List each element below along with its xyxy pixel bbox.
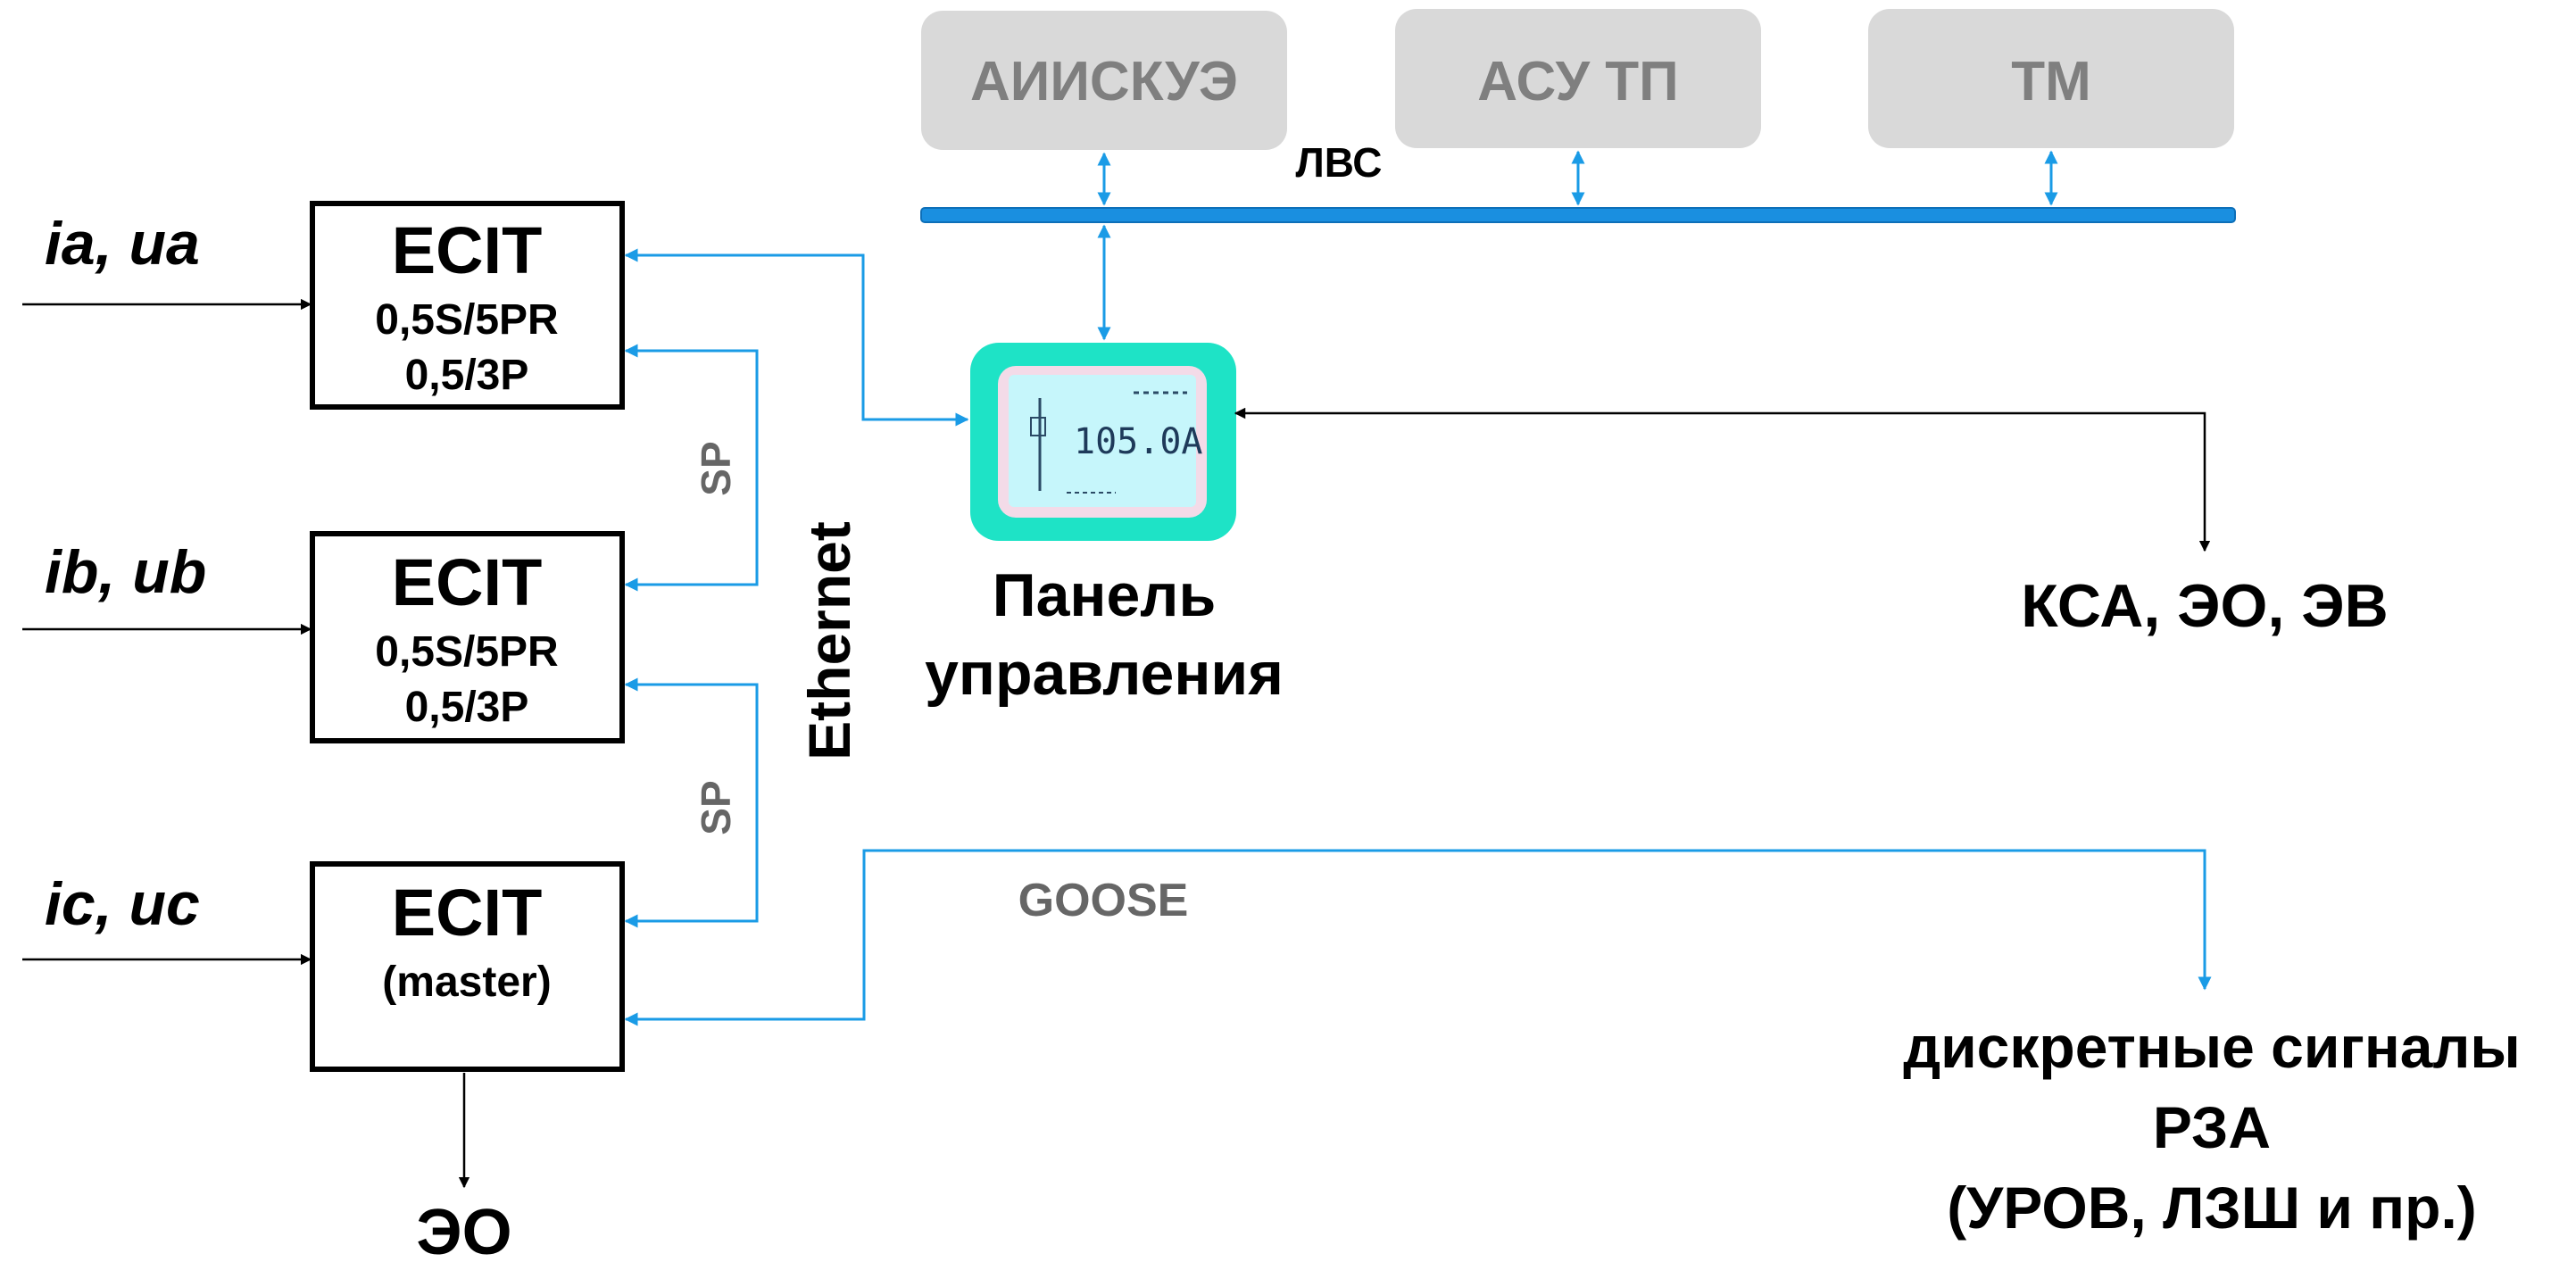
input-label-a: ia, ua <box>45 210 200 278</box>
ecit-master-label: (master) <box>382 959 551 1006</box>
ecit-class-1: 0,5S/5PR <box>375 296 558 344</box>
control-panel-device: 105.0A <box>970 343 1236 541</box>
discrete-signals-line3: (УРОВ, ЛЗШ и пр.) <box>1947 1175 2477 1241</box>
input-label-c: ic, uc <box>45 870 200 938</box>
ecit-class-1: 0,5S/5PR <box>375 628 558 676</box>
system-label: АСУ ТП <box>1477 51 1678 112</box>
goose-link <box>624 849 2212 1026</box>
panel-title-line2: управления <box>925 640 1284 708</box>
ecit-title: ECIT <box>392 213 543 287</box>
ethernet-link <box>624 248 969 427</box>
input-label-b: ib, ub <box>45 538 206 606</box>
eo-output-label: ЭО <box>416 1197 511 1262</box>
ecit-title: ECIT <box>392 876 543 950</box>
discrete-signals-line2: РЗА <box>2153 1094 2271 1160</box>
ksa-output-label: КСА, ЭО, ЭВ <box>2021 572 2388 640</box>
discrete-signals-line1: дискретные сигналы <box>1903 1014 2521 1080</box>
ecit-unit-a: ECIT 0,5S/5PR 0,5/3P <box>310 201 625 410</box>
panel-title-line1: Панель <box>993 561 1217 629</box>
system-box-aiiskue: АИИСКУЭ <box>921 11 1287 150</box>
ecit-unit-b: ECIT 0,5S/5PR 0,5/3P <box>310 531 625 743</box>
system-label: ТМ <box>2011 51 2091 112</box>
ecit-class-2: 0,5/3P <box>405 352 529 399</box>
sp-label-2: SP <box>693 780 739 834</box>
ksa-link <box>1234 407 2211 552</box>
ecit-unit-master: ECIT (master) <box>310 861 625 1072</box>
ecit-class-2: 0,5/3P <box>405 684 529 731</box>
goose-label: GOOSE <box>1018 875 1189 926</box>
panel-screen <box>1009 375 1196 507</box>
system-box-tm: ТМ <box>1868 9 2234 148</box>
ecit-title: ECIT <box>392 545 543 619</box>
system-box-asu-tp: АСУ ТП <box>1395 9 1761 148</box>
sp-link-2 <box>624 677 759 928</box>
lan-label: ЛВС <box>1296 139 1383 186</box>
sp-label-1: SP <box>693 441 739 495</box>
panel-display-value: 105.0A <box>1074 421 1203 462</box>
lan-bus <box>920 207 2236 223</box>
ethernet-label: Ethernet <box>796 521 862 760</box>
system-label: АИИСКУЭ <box>970 51 1238 112</box>
